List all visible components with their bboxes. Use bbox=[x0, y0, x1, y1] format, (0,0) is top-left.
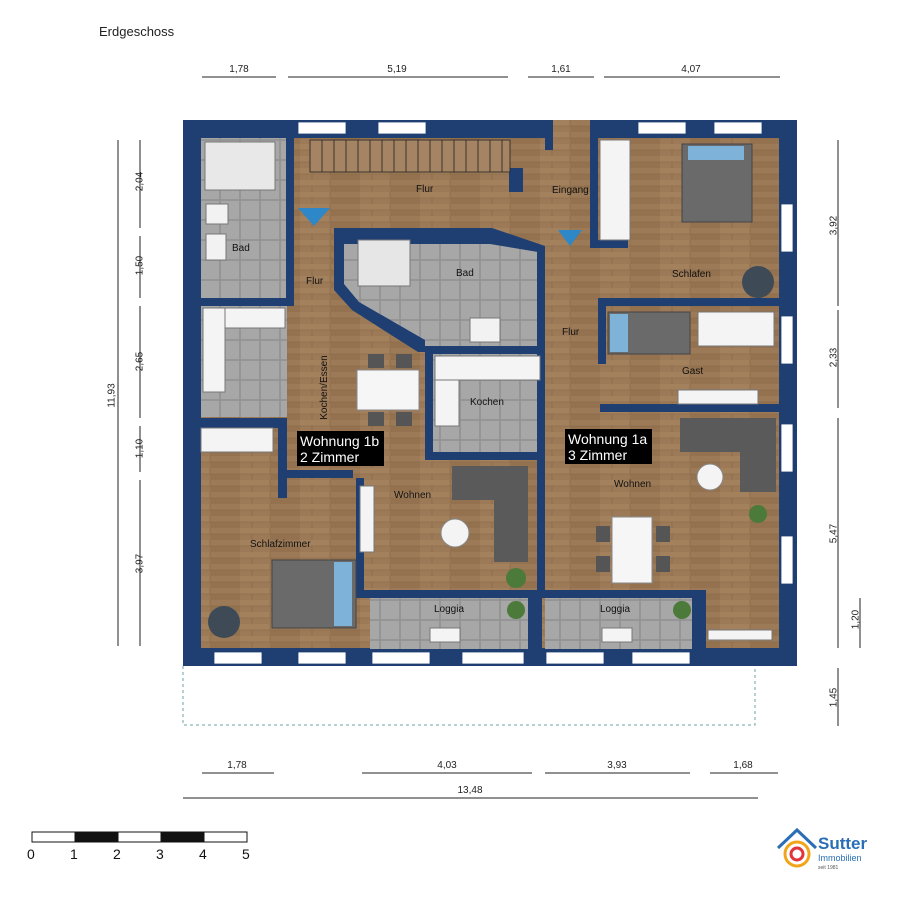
room-kochen-essen: Kochen/Essen bbox=[318, 355, 330, 420]
toilet-left bbox=[205, 203, 229, 225]
logo-name: Sutter bbox=[818, 834, 868, 853]
dimension-lines bbox=[117, 76, 861, 799]
room-loggia-right: Loggia bbox=[600, 604, 631, 615]
room-kochen: Kochen bbox=[470, 397, 504, 408]
scale-label-4: 4 bbox=[199, 846, 207, 862]
dim-left-4: 1,10 bbox=[134, 438, 146, 459]
tv-unit bbox=[359, 485, 375, 553]
loggia-right-table bbox=[601, 627, 633, 643]
scale-label-2: 2 bbox=[113, 846, 121, 862]
dining-table-left bbox=[356, 369, 420, 411]
room-bad-left: Bad bbox=[232, 243, 250, 254]
bath-center bbox=[357, 239, 411, 287]
logo-house-icon bbox=[776, 827, 818, 868]
dim-total-width: 13,48 bbox=[457, 785, 483, 796]
unit-label-1b: Wohnung 1b 2 Zimmer bbox=[297, 431, 385, 466]
coffee-table-left bbox=[440, 518, 470, 548]
room-schlafzimmer: Schlafzimmer bbox=[250, 539, 311, 550]
logo-subtitle: Immobilien bbox=[818, 853, 862, 863]
chairs bbox=[368, 354, 670, 572]
unit-1a-name: Wohnung 1a bbox=[568, 431, 648, 447]
entry-markers bbox=[298, 208, 582, 246]
kitchen-center-side bbox=[434, 379, 460, 427]
dim-right-1: 3,92 bbox=[828, 215, 840, 236]
wardrobe-gast bbox=[677, 389, 759, 405]
sink-center bbox=[469, 317, 501, 343]
room-wohnen-left: Wohnen bbox=[394, 490, 432, 501]
windows bbox=[213, 121, 794, 665]
dim-top-4: 4,07 bbox=[681, 64, 701, 75]
scale-label-1: 1 bbox=[70, 846, 78, 862]
shower-left bbox=[204, 141, 276, 191]
dim-left-3: 2,65 bbox=[134, 351, 146, 372]
dim-right-2: 2,33 bbox=[828, 347, 840, 368]
scale-label-0: 0 bbox=[27, 846, 35, 862]
room-bad-center: Bad bbox=[456, 268, 474, 279]
dim-bottom-4: 1,68 bbox=[733, 760, 753, 771]
stairs bbox=[309, 139, 511, 173]
loggia-left-table bbox=[429, 627, 461, 643]
dining-table-right bbox=[611, 516, 653, 584]
sofas bbox=[452, 418, 776, 562]
sink-left bbox=[205, 233, 227, 261]
dim-top-1: 1,78 bbox=[229, 64, 249, 75]
room-eingang: Eingang bbox=[552, 185, 589, 196]
dim-right-3: 5,47 bbox=[828, 523, 840, 544]
wardrobe-schlafen bbox=[599, 139, 631, 241]
unit-label-1a: Wohnung 1a 3 Zimmer bbox=[565, 429, 653, 464]
desk-gast bbox=[697, 311, 775, 347]
room-wohnen-right: Wohnen bbox=[614, 479, 652, 490]
scale-label-5: 5 bbox=[242, 846, 250, 862]
room-gast: Gast bbox=[682, 366, 704, 377]
dim-left-2: 1,50 bbox=[134, 255, 146, 276]
scale-label-3: 3 bbox=[156, 846, 164, 862]
scale-bar bbox=[31, 831, 248, 843]
room-flur-left: Flur bbox=[306, 276, 324, 287]
dim-bottom-2: 4,03 bbox=[437, 760, 457, 771]
kitchen-left-counter bbox=[202, 307, 226, 393]
unit-1b-rooms: 2 Zimmer bbox=[300, 449, 360, 465]
armchairs bbox=[208, 266, 774, 638]
dim-right-4: 1,20 bbox=[850, 609, 862, 630]
room-loggia-left: Loggia bbox=[434, 604, 465, 615]
dim-left-5: 3,97 bbox=[134, 553, 146, 574]
tv-right bbox=[707, 629, 773, 641]
dim-left-1: 2,04 bbox=[134, 171, 146, 192]
logo-since: seit 1981 bbox=[818, 865, 839, 871]
wardrobe-schlafzimmer bbox=[200, 427, 274, 453]
dim-bottom-3: 3,93 bbox=[607, 760, 627, 771]
dim-left-total: 11,93 bbox=[106, 383, 118, 408]
unit-1b-name: Wohnung 1b bbox=[300, 433, 380, 449]
plants bbox=[506, 505, 767, 619]
dim-bottom-1: 1,78 bbox=[227, 760, 247, 771]
dim-top-2: 5,19 bbox=[387, 64, 407, 75]
room-flur-top: Flur bbox=[416, 184, 434, 195]
dim-top-3: 1,61 bbox=[551, 64, 571, 75]
floor-title: Erdgeschoss bbox=[99, 24, 175, 39]
unit-1a-rooms: 3 Zimmer bbox=[568, 447, 628, 463]
coffee-table-right bbox=[696, 463, 724, 491]
room-schlafen: Schlafen bbox=[672, 269, 711, 280]
room-flur-right: Flur bbox=[562, 327, 580, 338]
dim-right-5: 1,45 bbox=[828, 687, 840, 708]
kitchen-center-counter bbox=[434, 355, 541, 381]
kitchen-left-top bbox=[224, 307, 286, 329]
terrace-outline bbox=[182, 664, 756, 726]
